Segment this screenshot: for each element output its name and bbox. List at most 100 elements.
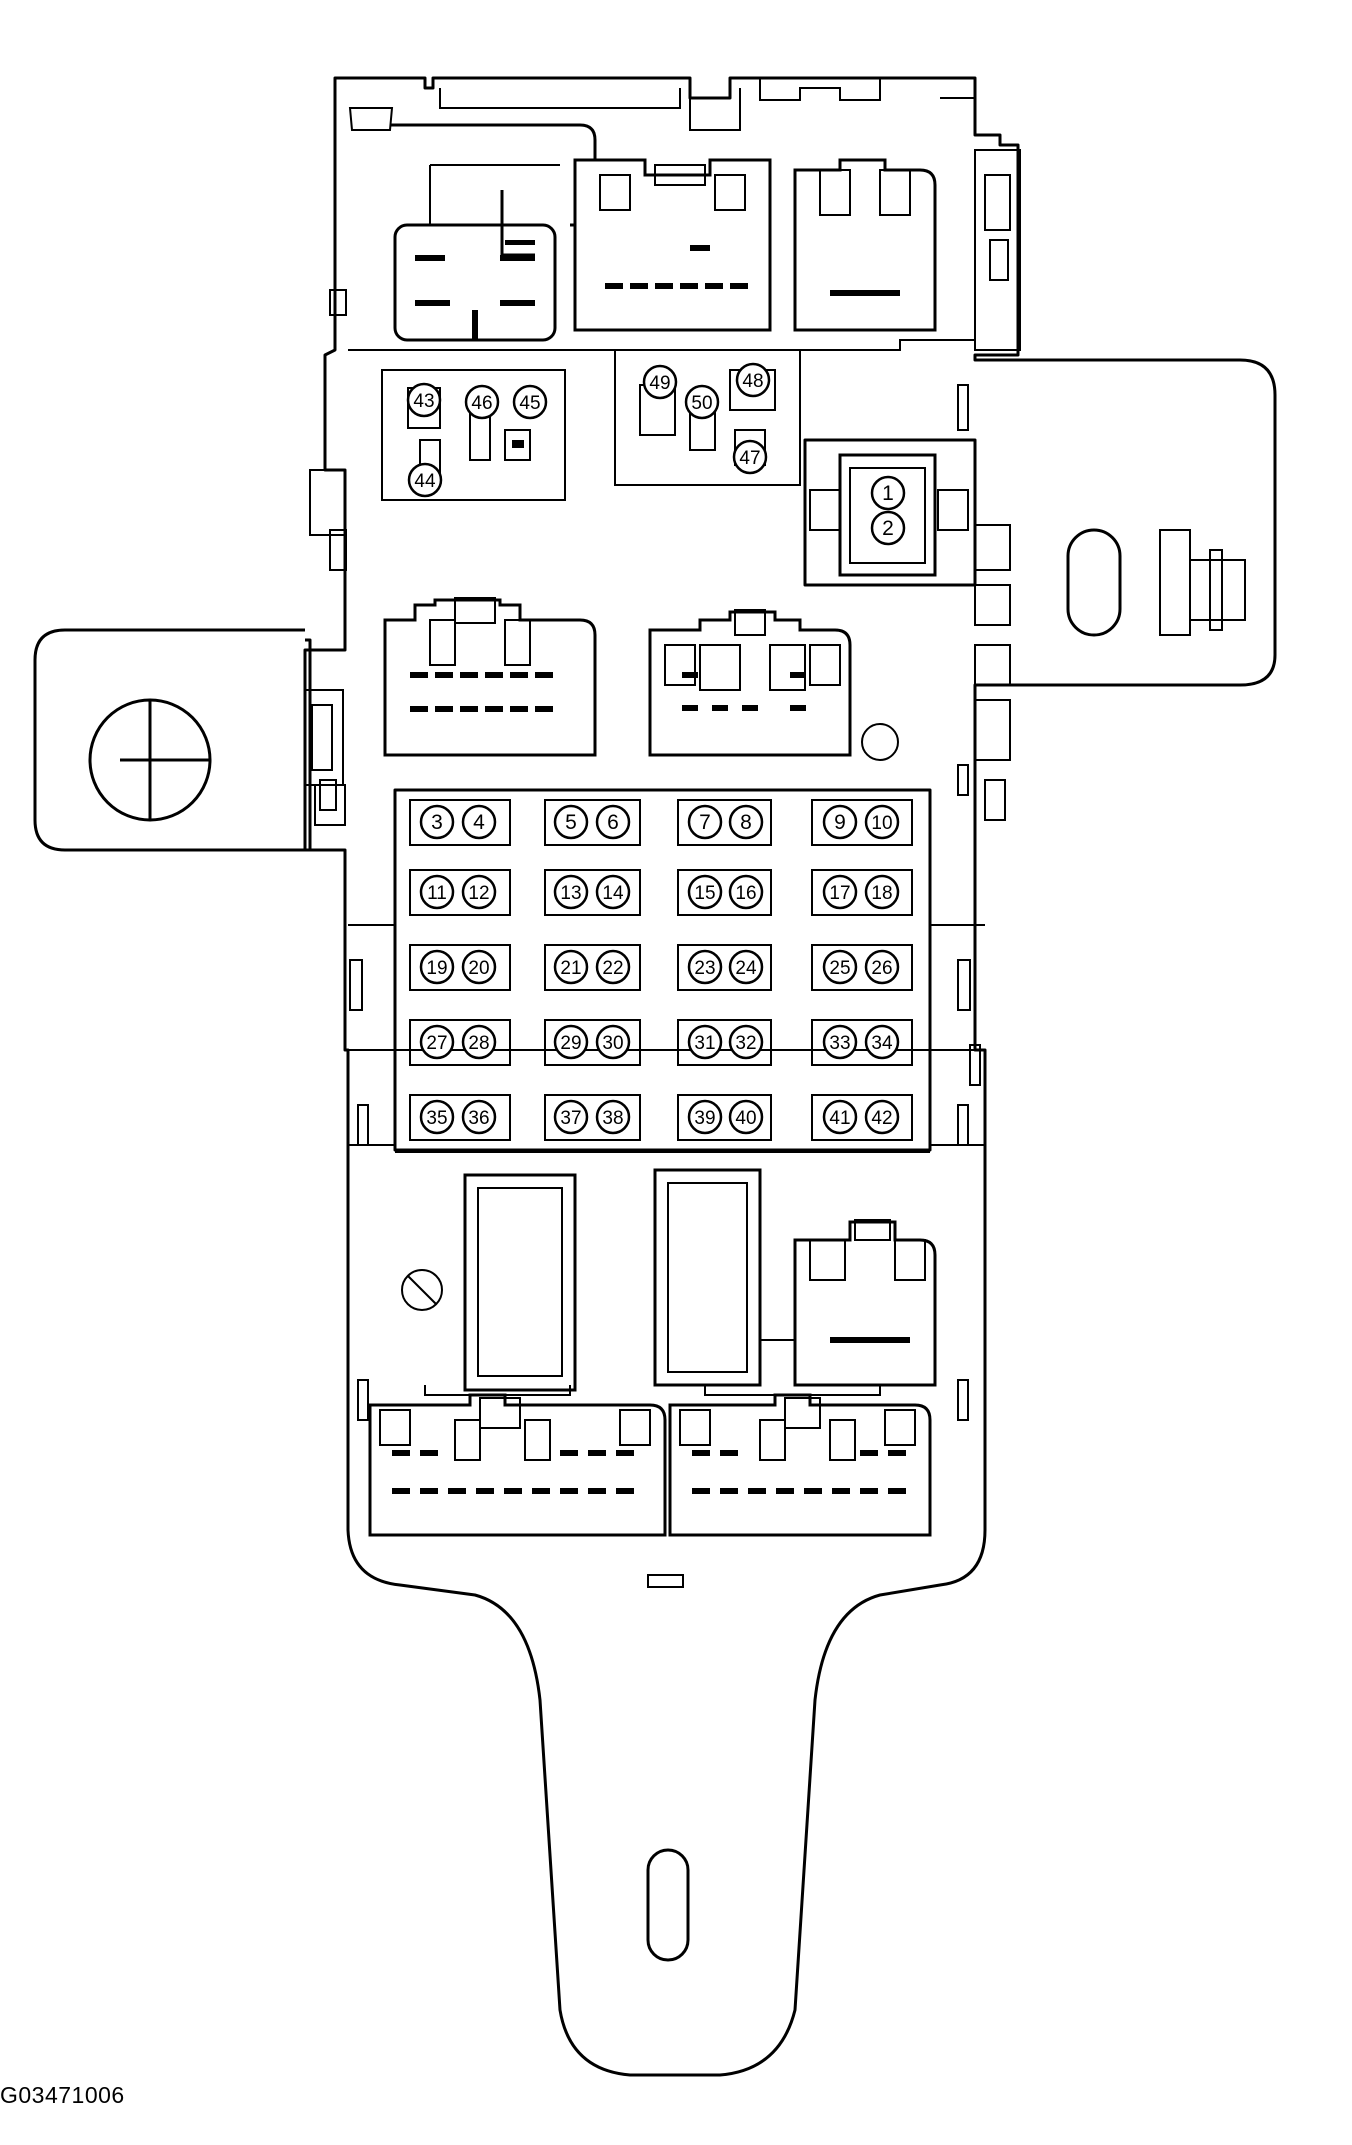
terminal-6: 6 — [595, 804, 631, 840]
terminal-circle — [553, 1099, 589, 1135]
terminal-number: 3 — [431, 811, 443, 834]
terminal-circle — [461, 1099, 497, 1135]
terminal-circle — [687, 804, 723, 840]
terminal-31: 31 — [687, 1024, 723, 1060]
terminal-number: 37 — [560, 1108, 581, 1129]
terminal-circle — [461, 874, 497, 910]
terminal-29: 29 — [553, 1024, 589, 1060]
terminal-number: 46 — [471, 393, 492, 414]
terminal-circle — [728, 1099, 764, 1135]
terminal-25: 25 — [822, 949, 858, 985]
terminal-circle — [419, 1099, 455, 1135]
terminal-41: 41 — [822, 1099, 858, 1135]
terminal-circle — [822, 804, 858, 840]
terminal-circle — [864, 1024, 900, 1060]
terminal-circle — [822, 874, 858, 910]
terminal-21: 21 — [553, 949, 589, 985]
terminal-circle — [822, 1024, 858, 1060]
top-relay-right — [793, 158, 937, 332]
terminal-38: 38 — [595, 1099, 631, 1135]
terminal-number: 31 — [694, 1033, 715, 1054]
terminal-26: 26 — [864, 949, 900, 985]
terminal-number: 9 — [834, 811, 846, 834]
terminal-circle — [461, 1024, 497, 1060]
terminal-2: 2 — [870, 510, 906, 546]
terminal-circle — [870, 510, 906, 546]
terminal-number: 38 — [602, 1108, 623, 1129]
terminal-34: 34 — [864, 1024, 900, 1060]
terminal-number: 30 — [602, 1033, 623, 1054]
terminal-number: 4 — [473, 811, 485, 834]
terminal-42: 42 — [864, 1099, 900, 1135]
terminal-circle — [419, 874, 455, 910]
terminal-number: 10 — [871, 813, 892, 834]
terminal-circle — [407, 462, 443, 498]
terminal-33: 33 — [822, 1024, 858, 1060]
terminal-number: 20 — [468, 958, 489, 979]
terminal-circle — [870, 475, 906, 511]
terminal-17: 17 — [822, 874, 858, 910]
terminal-number: 6 — [607, 811, 619, 834]
terminal-14: 14 — [595, 874, 631, 910]
housing-outline — [303, 76, 1277, 2077]
terminal-circle — [553, 874, 589, 910]
bottom-connector-left — [368, 1385, 667, 1537]
terminal-circle — [406, 382, 442, 418]
terminal-13: 13 — [553, 874, 589, 910]
terminal-number: 1 — [882, 482, 894, 505]
terminal-number: 50 — [691, 393, 712, 414]
terminal-43: 43 — [406, 382, 442, 418]
terminal-circle — [553, 1024, 589, 1060]
terminal-16: 16 — [728, 874, 764, 910]
terminal-number: 43 — [413, 391, 434, 412]
terminal-number: 21 — [560, 958, 581, 979]
terminal-circle — [419, 1024, 455, 1060]
terminal-circle — [595, 949, 631, 985]
terminal-30: 30 — [595, 1024, 631, 1060]
terminal-23: 23 — [687, 949, 723, 985]
terminal-35: 35 — [419, 1099, 455, 1135]
terminal-number: 13 — [560, 883, 581, 904]
terminal-circle — [464, 384, 500, 420]
terminal-18: 18 — [864, 874, 900, 910]
terminal-number: 40 — [735, 1108, 756, 1129]
terminal-circle — [553, 804, 589, 840]
terminal-1: 1 — [870, 475, 906, 511]
terminal-number: 5 — [565, 811, 577, 834]
terminal-49: 49 — [642, 364, 678, 400]
terminal-47: 47 — [732, 439, 768, 475]
terminal-circle — [864, 874, 900, 910]
terminal-number: 44 — [414, 471, 436, 492]
mounting-tab — [646, 1574, 690, 1962]
mid-connector-left — [383, 597, 597, 757]
terminal-number: 26 — [871, 958, 892, 979]
terminal-number: 47 — [739, 448, 760, 469]
terminal-circle — [687, 949, 723, 985]
terminal-27: 27 — [419, 1024, 455, 1060]
terminal-number: 23 — [694, 958, 715, 979]
terminal-circle — [822, 1099, 858, 1135]
terminal-45: 45 — [512, 384, 548, 420]
terminal-number: 12 — [468, 883, 489, 904]
terminal-11: 11 — [419, 874, 455, 910]
terminal-4: 4 — [461, 804, 497, 840]
mid-connector-right — [648, 609, 899, 761]
terminal-48: 48 — [735, 362, 771, 398]
terminal-circle — [642, 364, 678, 400]
terminal-number: 7 — [699, 811, 711, 834]
terminal-36: 36 — [461, 1099, 497, 1135]
terminal-circle — [728, 874, 764, 910]
terminal-circle — [687, 1024, 723, 1060]
terminal-20: 20 — [461, 949, 497, 985]
terminal-12: 12 — [461, 874, 497, 910]
terminal-number: 34 — [871, 1033, 893, 1054]
terminal-number: 15 — [694, 883, 715, 904]
right-bracket — [974, 149, 1246, 821]
terminal-number: 27 — [426, 1033, 447, 1054]
terminal-circle — [595, 1099, 631, 1135]
terminal-circle — [864, 949, 900, 985]
terminal-46: 46 — [464, 384, 500, 420]
terminal-circle — [461, 804, 497, 840]
terminal-circle — [728, 949, 764, 985]
